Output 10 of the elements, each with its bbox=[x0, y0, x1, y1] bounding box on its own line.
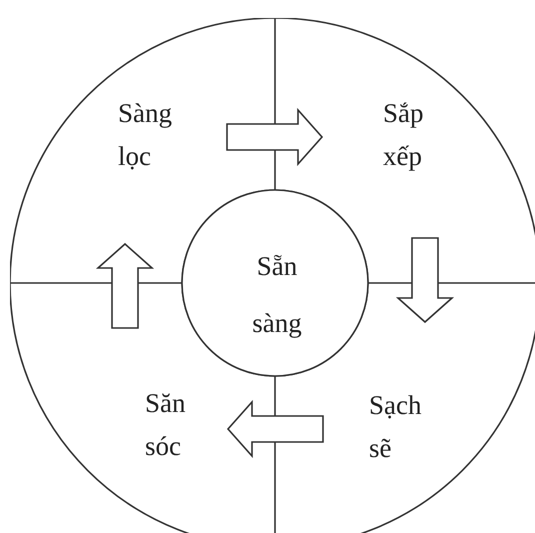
center-label: Sẵn sàng bbox=[251, 250, 303, 340]
step-label: Sắp xếp bbox=[383, 97, 424, 173]
block-arrow bbox=[226, 400, 324, 458]
block-arrow bbox=[396, 237, 454, 324]
center-circle bbox=[181, 189, 369, 377]
block-arrow bbox=[226, 108, 324, 166]
step-label: Săn sóc bbox=[145, 387, 186, 463]
block-arrow bbox=[96, 242, 154, 329]
step-label: Sạch sẽ bbox=[369, 389, 422, 465]
step-label: Sàng lọc bbox=[118, 97, 173, 173]
